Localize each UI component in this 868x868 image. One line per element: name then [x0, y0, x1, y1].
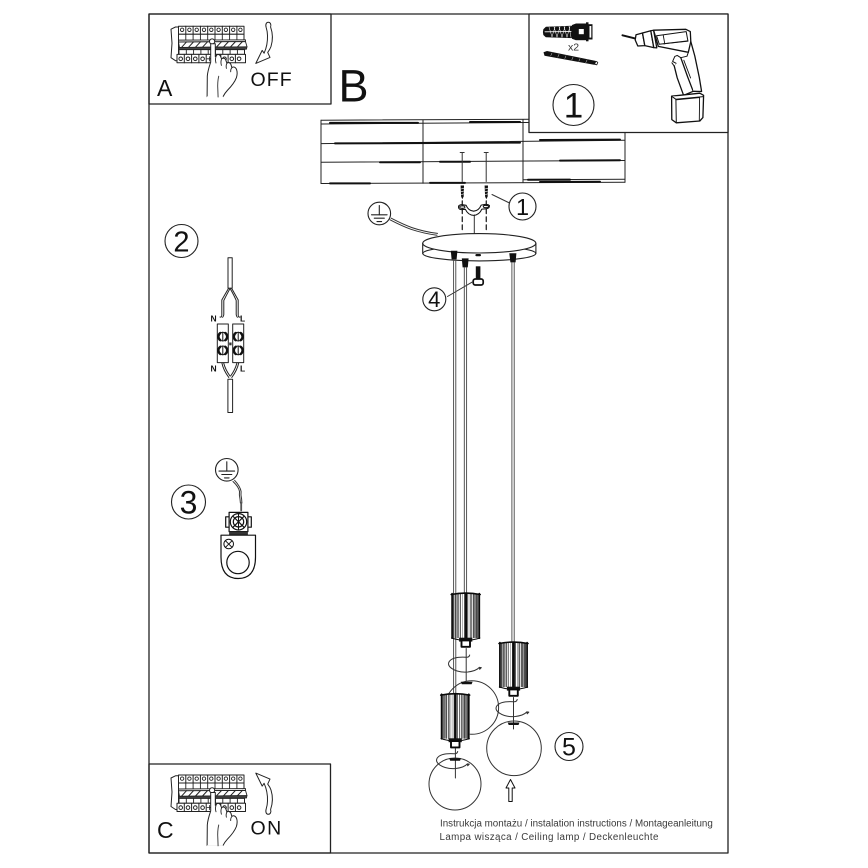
svg-text:ON: ON [251, 818, 283, 840]
svg-text:4: 4 [428, 287, 440, 312]
svg-text:2: 2 [173, 227, 189, 259]
svg-text:B: B [339, 61, 369, 112]
svg-text:Instrukcja montażu / instalati: Instrukcja montażu / instalation instruc… [440, 819, 713, 830]
svg-text:OFF: OFF [251, 69, 293, 91]
svg-text:Lampa wisząca / Ceiling lamp /: Lampa wisząca / Ceiling lamp / Deckenleu… [440, 832, 659, 843]
svg-text:L: L [240, 314, 245, 324]
svg-text:C: C [157, 817, 174, 843]
svg-text:1: 1 [564, 87, 583, 126]
svg-text:3: 3 [180, 485, 198, 521]
svg-text:5: 5 [562, 734, 576, 762]
svg-text:A: A [157, 75, 173, 101]
svg-text:1: 1 [516, 194, 529, 220]
svg-text:L: L [240, 364, 245, 374]
svg-text:x2: x2 [568, 42, 579, 54]
svg-text:N: N [211, 314, 217, 324]
svg-text:N: N [211, 364, 217, 374]
